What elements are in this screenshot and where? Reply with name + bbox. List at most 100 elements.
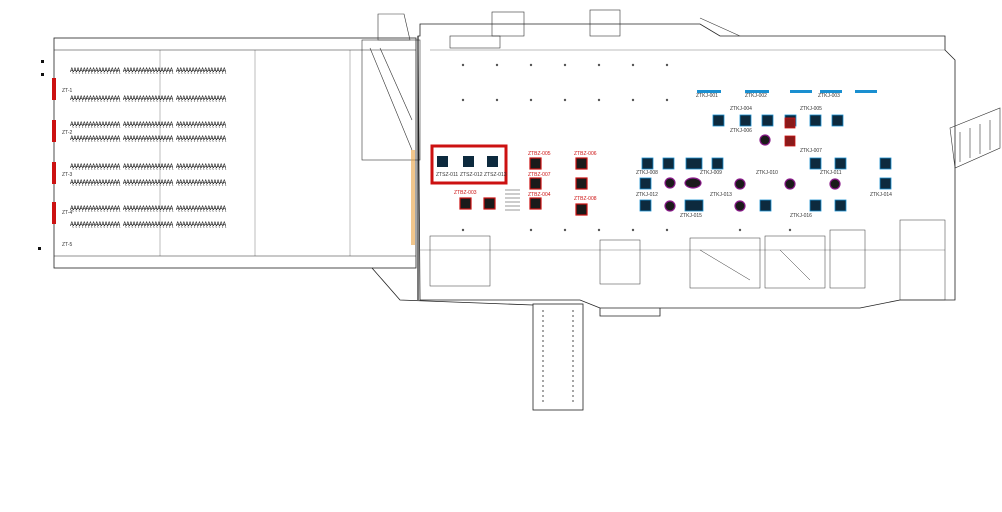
parking-area: [53, 37, 417, 269]
unit-label: ZTSZ-013: [484, 172, 507, 178]
side-tag-label: ZT-2: [62, 130, 72, 136]
booth-unit[interactable]: [734, 200, 746, 212]
booth-unit[interactable]: [831, 114, 844, 127]
booth-unit[interactable]: [711, 157, 724, 170]
booth-unit[interactable]: [575, 203, 588, 216]
booth-unit[interactable]: [639, 177, 652, 190]
booth-unit[interactable]: [662, 157, 675, 170]
unit-label: ZTKJ-005: [800, 106, 822, 112]
unit-label: ZTBZ-005: [528, 151, 551, 157]
booth-unit[interactable]: [809, 157, 822, 170]
booth-unit[interactable]: [437, 156, 448, 167]
side-tag-label: ZT-3: [62, 172, 72, 178]
booth-unit[interactable]: [483, 197, 496, 210]
unit-label: ZTKJ-011: [820, 170, 842, 176]
booth-unit[interactable]: [759, 199, 772, 212]
blue-accent-bars: [697, 90, 877, 93]
unit-label: ZTBZ-004: [528, 192, 551, 198]
booth-unit[interactable]: [829, 178, 841, 190]
side-tag-label: ZT-5: [62, 242, 72, 248]
booth-unit[interactable]: [784, 178, 796, 190]
unit-label: ZTKJ-010: [756, 170, 778, 176]
parking-row: ĄĄĄĄĄĄĄĄĄĄĄĄĄĄĄĄ ĄĄĄĄĄĄĄĄĄĄĄĄĄĄĄĄ ĄĄĄĄĄĄ…: [70, 121, 227, 128]
booth-unit[interactable]: [784, 135, 796, 147]
east-bridge: [949, 107, 1001, 169]
parking-side-tags: [52, 78, 56, 224]
booth-unit[interactable]: [879, 177, 892, 190]
south-corridor: [371, 267, 661, 411]
booth-unit[interactable]: [734, 178, 746, 190]
circular-booths: [664, 134, 841, 212]
unit-label: ZTSZ-012: [460, 172, 483, 178]
unit-label: ZTBZ-007: [528, 172, 551, 178]
unit-label: ZTKJ-015: [680, 213, 702, 219]
service-blocks: [429, 219, 946, 301]
booth-unit[interactable]: [809, 114, 822, 127]
unit-label: ZTKJ-007: [800, 148, 822, 154]
unit-label: ZTBZ-006: [574, 151, 597, 157]
highlight-box[interactable]: [430, 144, 508, 185]
booth-unit[interactable]: [739, 114, 752, 127]
booth-unit[interactable]: [664, 177, 676, 189]
booth-unit[interactable]: [487, 156, 498, 167]
blue-unit-labels: ZTKJ-001 ZTKJ-002 ZTKJ-003 ZTKJ-004 ZTKJ…: [636, 93, 892, 219]
booth-unit[interactable]: [641, 157, 654, 170]
ramp-structure: [361, 13, 421, 161]
unit-label: ZTKJ-009: [700, 170, 722, 176]
column-grid: [461, 63, 792, 232]
booth-unit[interactable]: [664, 200, 676, 212]
edge-markers: [38, 60, 44, 250]
parking-row: ĄĄĄĄĄĄĄĄĄĄĄĄĄĄĄĄ ĄĄĄĄĄĄĄĄĄĄĄĄĄĄĄĄ ĄĄĄĄĄĄ…: [70, 67, 227, 74]
unit-label: ZTKJ-013: [710, 192, 732, 198]
booth-unit[interactable]: [684, 199, 704, 212]
booth-unit[interactable]: [575, 177, 588, 190]
unit-label: ZTKJ-014: [870, 192, 892, 198]
unit-label: ZTBZ-003: [454, 190, 477, 196]
north-entrances: [449, 9, 741, 49]
side-tag-label: ZT-1: [62, 88, 72, 94]
unit-label: ZTKJ-001: [696, 93, 718, 99]
staircase: [505, 189, 520, 211]
unit-label: ZTKJ-016: [790, 213, 812, 219]
parking-stall-rows: ĄĄĄĄĄĄĄĄĄĄĄĄĄĄĄĄ ĄĄĄĄĄĄĄĄĄĄĄĄĄĄĄĄ ĄĄĄĄĄĄ…: [70, 67, 227, 228]
booth-unit[interactable]: [529, 197, 542, 210]
booth-unit[interactable]: [529, 157, 542, 170]
parking-row: ĄĄĄĄĄĄĄĄĄĄĄĄĄĄĄĄ ĄĄĄĄĄĄĄĄĄĄĄĄĄĄĄĄ ĄĄĄĄĄĄ…: [70, 95, 227, 102]
booth-unit[interactable]: [685, 157, 703, 170]
booth-unit[interactable]: [834, 157, 847, 170]
unit-label: ZTKJ-004: [730, 106, 752, 112]
booth-unit[interactable]: [809, 199, 822, 212]
booth-unit[interactable]: [879, 157, 892, 170]
booth-unit[interactable]: [575, 157, 588, 170]
booth-unit[interactable]: [529, 177, 542, 190]
west-edge-strip: [411, 150, 415, 245]
parking-side-labels: ZT-1 ZT-2 ZT-3 ZT-4 ZT-5: [62, 88, 72, 248]
parking-row: ĄĄĄĄĄĄĄĄĄĄĄĄĄĄĄĄ ĄĄĄĄĄĄĄĄĄĄĄĄĄĄĄĄ ĄĄĄĄĄĄ…: [70, 221, 227, 228]
main-hall-outline: [417, 23, 956, 309]
booth-unit[interactable]: [712, 114, 725, 127]
booth-unit[interactable]: [834, 199, 847, 212]
unit-label: ZTBZ-008: [574, 196, 597, 202]
red-square-booths: [784, 117, 796, 147]
unit-label: ZTKJ-003: [818, 93, 840, 99]
unit-label: ZTKJ-006: [730, 128, 752, 134]
parking-row: ĄĄĄĄĄĄĄĄĄĄĄĄĄĄĄĄ ĄĄĄĄĄĄĄĄĄĄĄĄĄĄĄĄ ĄĄĄĄĄĄ…: [70, 179, 227, 186]
parking-row: ĄĄĄĄĄĄĄĄĄĄĄĄĄĄĄĄ ĄĄĄĄĄĄĄĄĄĄĄĄĄĄĄĄ ĄĄĄĄĄĄ…: [70, 135, 227, 142]
booth-unit[interactable]: [459, 197, 472, 210]
unit-label: ZTKJ-012: [636, 192, 658, 198]
booth-unit[interactable]: [761, 114, 774, 127]
booth-unit[interactable]: [684, 177, 702, 189]
parking-row: ĄĄĄĄĄĄĄĄĄĄĄĄĄĄĄĄ ĄĄĄĄĄĄĄĄĄĄĄĄĄĄĄĄ ĄĄĄĄĄĄ…: [70, 163, 227, 170]
dark-booths: [639, 114, 892, 212]
red-units: ZTBZ-005 ZTBZ-006 ZTBZ-007 ZTBZ-008 ZTBZ…: [454, 151, 597, 216]
booth-unit[interactable]: [463, 156, 474, 167]
unit-label: ZTKJ-002: [745, 93, 767, 99]
unit-label: ZTKJ-008: [636, 170, 658, 176]
booth-unit[interactable]: [759, 134, 771, 146]
highlighted-units: ZTSZ-011 ZTSZ-012 ZTSZ-013: [436, 156, 507, 178]
booth-unit[interactable]: [639, 199, 652, 212]
unit-label: ZTSZ-011: [436, 172, 458, 178]
booth-unit[interactable]: [784, 117, 796, 129]
parking-row: ĄĄĄĄĄĄĄĄĄĄĄĄĄĄĄĄ ĄĄĄĄĄĄĄĄĄĄĄĄĄĄĄĄ ĄĄĄĄĄĄ…: [70, 205, 227, 212]
